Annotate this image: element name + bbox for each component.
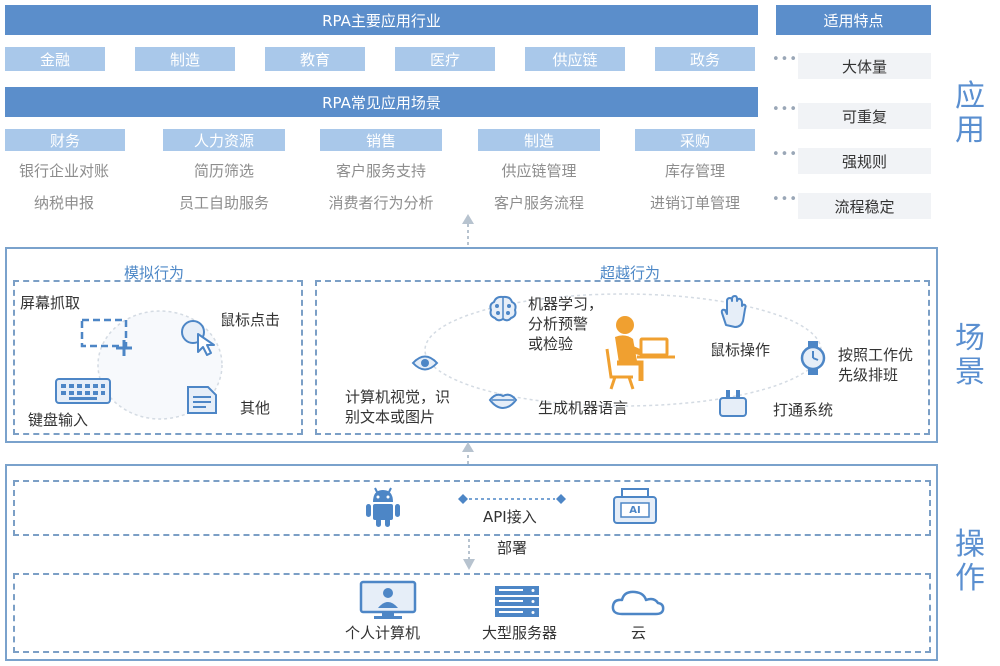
industry-tag: 供应链: [525, 47, 625, 71]
beyond-schedule: 按照工作优 先级排班: [838, 346, 914, 384]
arrow-up-icon: [462, 442, 474, 464]
beyond-computer-vision: 计算机视觉，识 别文本或图片: [345, 388, 451, 426]
android-icon: [366, 487, 400, 527]
beyond-box: [315, 280, 930, 435]
api-box: [13, 480, 931, 536]
simulate-screen-capture: 屏幕抓取: [20, 294, 81, 312]
scenario-item: 客户服务支持: [335, 162, 426, 180]
watch-icon: [800, 341, 826, 375]
feature-item: 流程稳定: [798, 193, 931, 219]
ai-device-icon: [613, 488, 657, 524]
department-tag: 采购: [635, 129, 755, 151]
side-label-operation: 操 作: [955, 527, 985, 596]
feature-item: 强规则: [798, 148, 931, 174]
side-label-scene: 场 景: [955, 321, 985, 390]
scenario-item: 客户服务流程: [493, 194, 584, 212]
arrow-up-icon: [462, 214, 474, 245]
beyond-machine-learning: 机器学习， 分析预警 或检验: [528, 295, 604, 353]
features-title-bar: 适用特点: [776, 5, 931, 35]
features-title: 适用特点: [823, 11, 884, 30]
department-tag: 财务: [5, 129, 125, 151]
arrow-down-icon: [463, 539, 475, 570]
industries-title-bar: RPA主要应用行业: [5, 5, 758, 35]
mouse-click-icon: [181, 320, 215, 356]
scenario-item: 进销订单管理: [649, 194, 740, 212]
simulate-mouse-click: 鼠标点击: [220, 311, 281, 329]
department-tag: 制造: [478, 129, 600, 151]
operation-panel: [5, 464, 938, 661]
beyond-connect-systems: 打通系统: [773, 401, 834, 419]
industries-title: RPA主要应用行业: [322, 11, 441, 30]
scenario-item: 简历筛选: [193, 162, 254, 180]
beyond-mouse-operation: 鼠标操作: [710, 341, 771, 359]
person-at-desk-icon: [605, 316, 675, 390]
brain-icon: [489, 295, 517, 322]
industry-tag: 金融: [5, 47, 105, 71]
scenario-item: 银行企业对账: [18, 162, 109, 180]
simulate-keyboard-input: 键盘输入: [28, 411, 89, 429]
simulate-box: [13, 280, 303, 435]
scenario-item: 员工自助服务: [178, 194, 269, 212]
feature-item: 可重复: [798, 103, 931, 129]
department-tag: 销售: [320, 129, 442, 151]
industry-tag: 医疗: [395, 47, 495, 71]
hand-icon: [720, 295, 747, 328]
scenario-item: 消费者行为分析: [328, 194, 434, 212]
department-tag: 人力资源: [163, 129, 285, 151]
industry-tag: 制造: [135, 47, 235, 71]
scenario-item: 供应链管理: [501, 162, 577, 180]
simulate-title: 模拟行为: [124, 264, 185, 282]
ai-badge: AI: [629, 505, 641, 516]
api-connector: [458, 494, 566, 504]
server-icon: [495, 586, 539, 617]
eye-icon: [411, 355, 439, 371]
target-cloud: 云: [631, 624, 647, 642]
side-label-application: 应 用: [955, 79, 985, 148]
deploy-label: 部署: [497, 539, 528, 557]
scene-panel: [5, 247, 938, 443]
screen-capture-icon: [80, 318, 132, 356]
target-large-server: 大型服务器: [482, 624, 558, 642]
industry-tag: 教育: [265, 47, 365, 71]
scenarios-title-bar: RPA常见应用场景: [5, 87, 758, 117]
scenario-item: 纳税申报: [33, 194, 94, 212]
api-label: API接入: [483, 508, 537, 526]
scenarios-title: RPA常见应用场景: [322, 93, 441, 112]
deploy-box: [13, 573, 931, 653]
simulate-other: 其他: [240, 399, 271, 417]
target-personal-computer: 个人计算机: [345, 624, 421, 642]
document-icon: [187, 386, 217, 414]
computer-user-icon: [359, 580, 417, 619]
industry-tag: 政务: [655, 47, 755, 71]
beyond-title: 超越行为: [600, 264, 661, 282]
plug-icon: [719, 390, 747, 417]
keyboard-icon: [55, 378, 111, 404]
scenario-item: 库存管理: [664, 162, 725, 180]
lips-icon: [488, 393, 518, 410]
beyond-machine-language: 生成机器语言: [538, 399, 629, 417]
feature-item: 大体量: [798, 53, 931, 79]
cloud-icon: [611, 590, 665, 616]
